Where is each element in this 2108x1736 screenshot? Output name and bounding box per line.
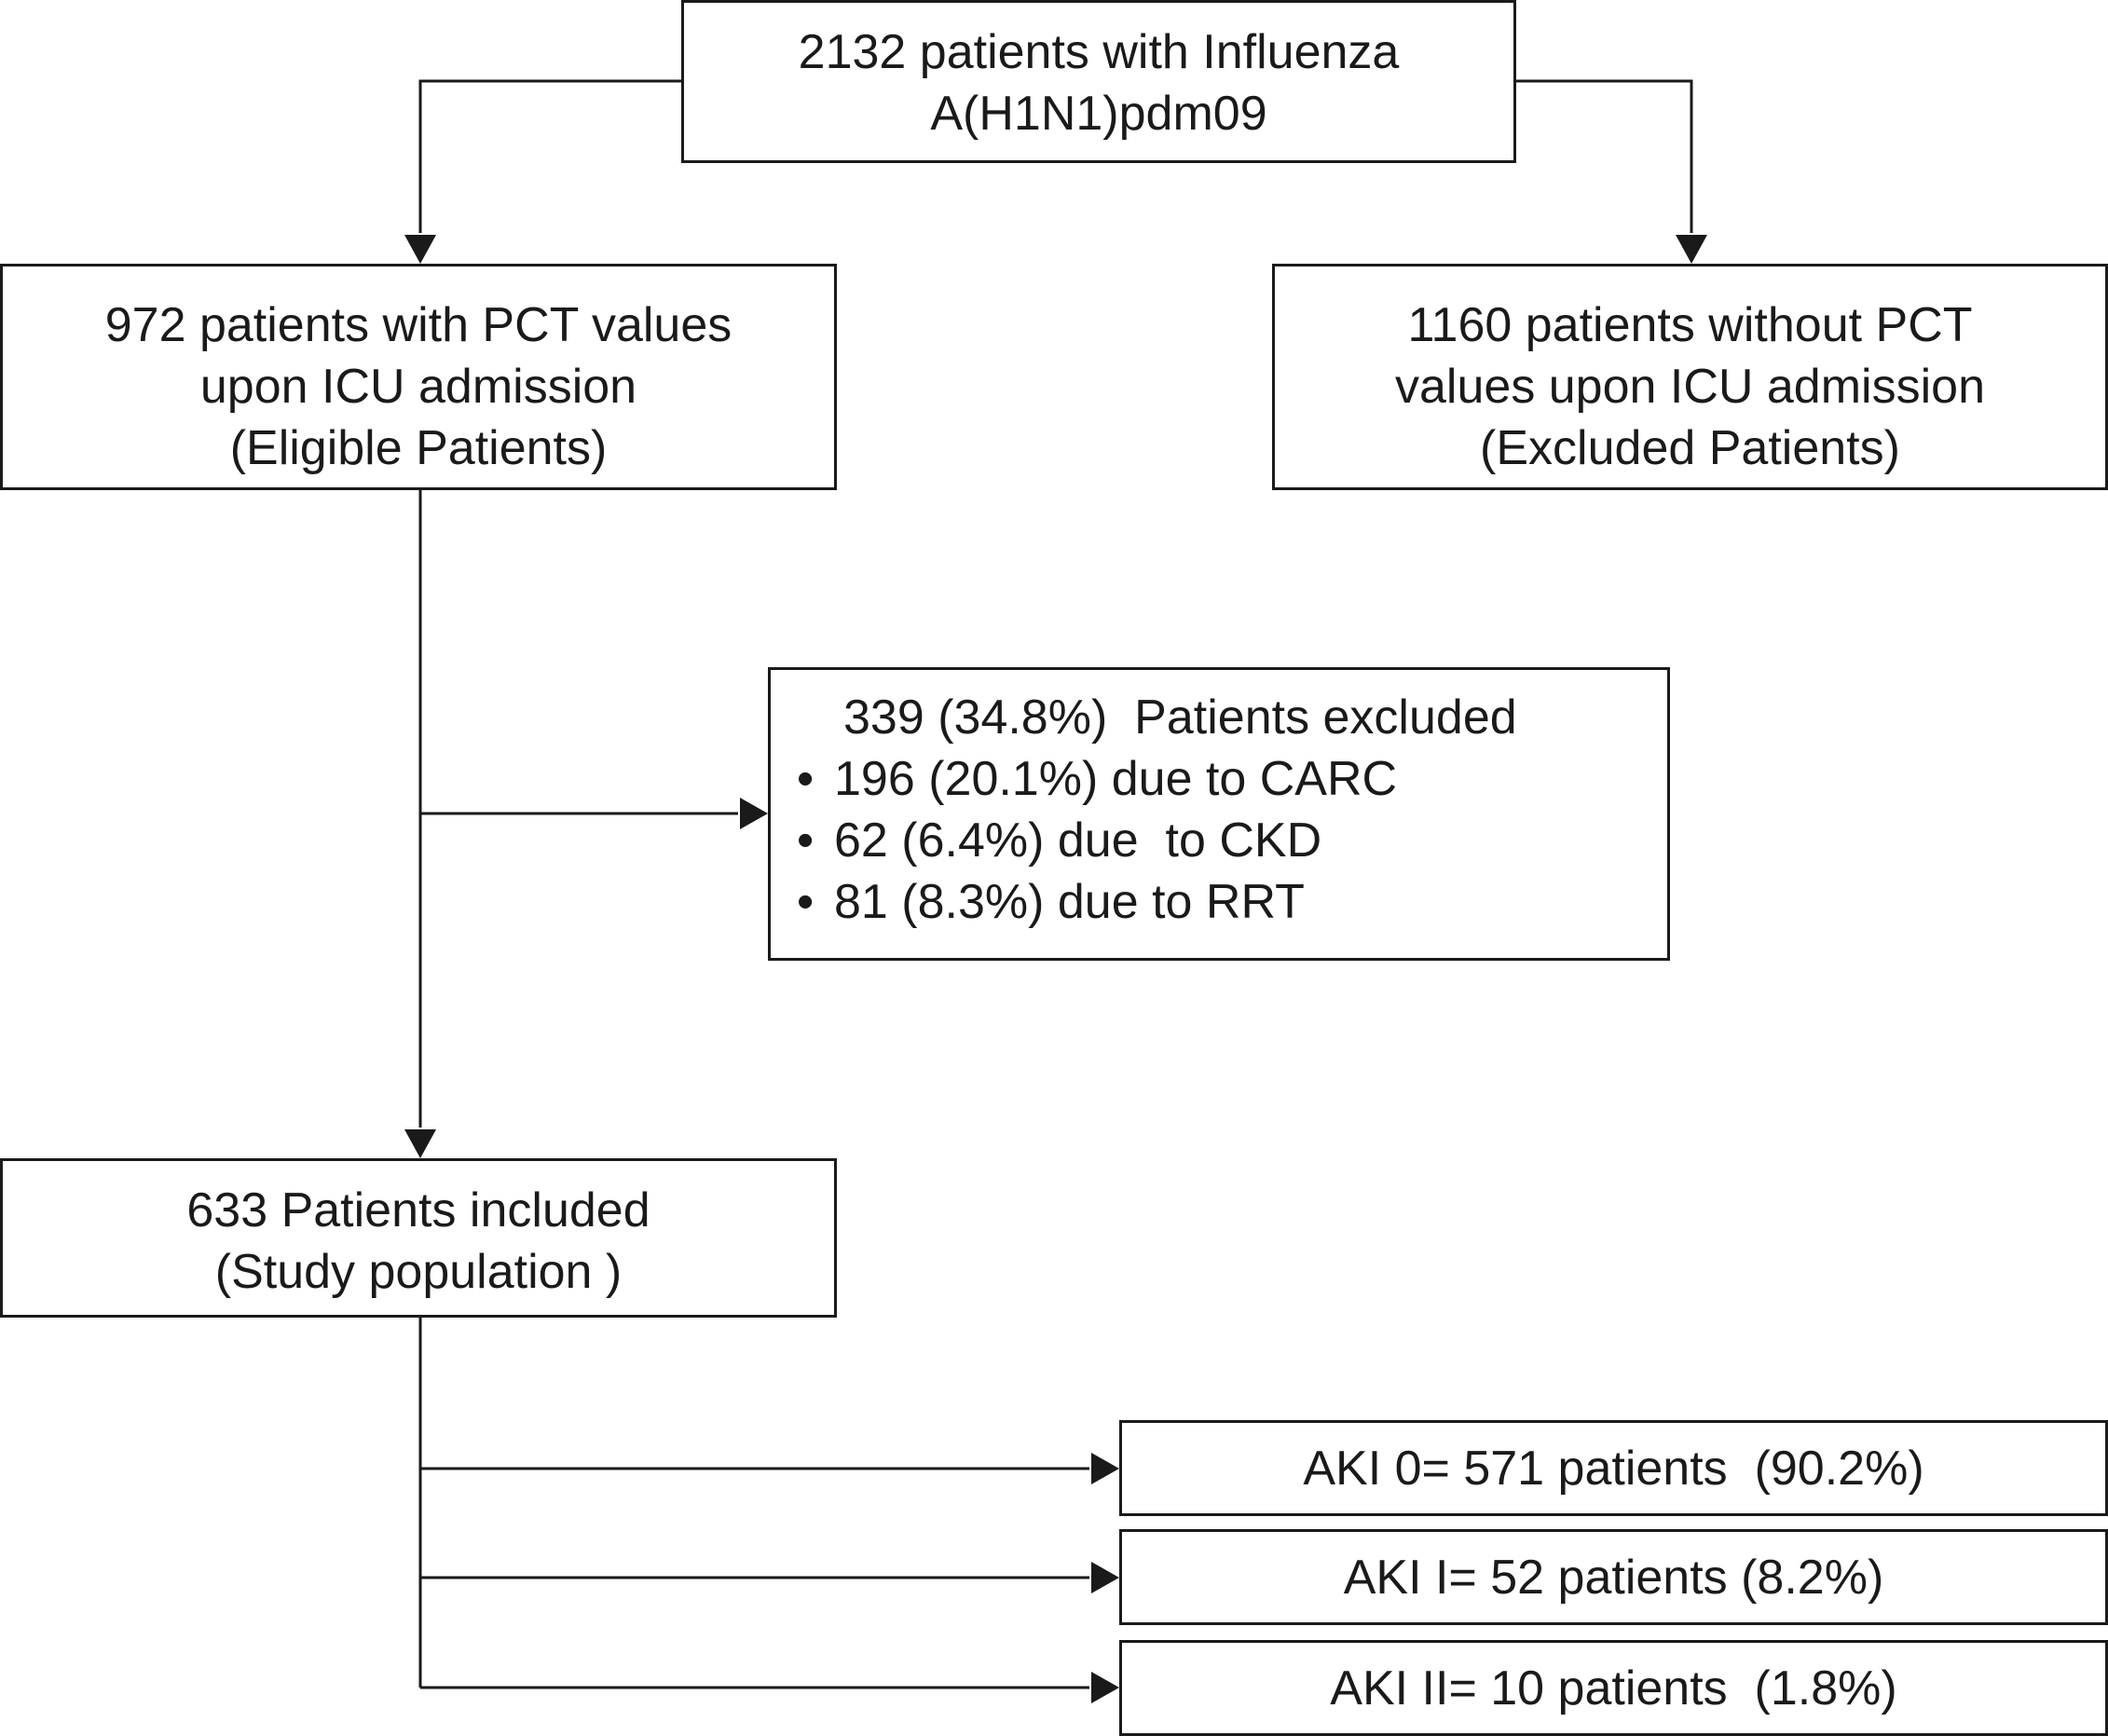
included-line-2: (Study population ) [214,1245,623,1299]
eligible-patients-box: 972 patients with PCT values upon ICU ad… [0,264,837,490]
source-line-2: A(H1N1)pdm09 [930,87,1267,141]
eligible-line-2: upon ICU admission [199,360,637,414]
arrow-head-excluded [740,798,768,829]
bullet-icon: • [797,752,814,806]
arrow-head-aki1 [1091,1562,1119,1593]
exclusion-item-text: 81 (8.3%) due to RRT [834,875,1305,929]
connector-source-to-eligible [418,79,681,233]
exclusion-item-text: 196 (20.1%) due to CARC [834,752,1398,806]
aki-1-text: AKI I= 52 patients (8.2%) [1343,1551,1884,1605]
patients-included-box: 633 Patients included (Study population … [0,1158,837,1318]
aki-2-box: AKI II= 10 patients (1.8%) [1119,1640,2108,1736]
excluded-no-pct-box: 1160 patients without PCT values upon IC… [1272,264,2108,490]
aki-0-box: AKI 0= 571 patients (90.2%) [1119,1420,2108,1516]
patients-excluded-box: 339 (34.8%) Patients excluded • 196 (20.1… [768,667,1670,961]
excluded-no-pct-line-2: values upon ICU admission [1395,360,1985,414]
excluded-no-pct-line-1: 1160 patients without PCT [1407,298,1973,352]
exclusion-item: • 81 (8.3%) due to RRT [797,871,1667,933]
exclusion-item-text: 62 (6.4%) due to CKD [834,813,1322,868]
arrow-head-included [404,1129,436,1158]
arrow-head-aki0 [1091,1453,1119,1484]
exclusion-item: • 62 (6.4%) due to CKD [797,810,1667,871]
connector-source-to-excluded-pct [1516,79,1693,233]
eligible-line-3: (Eligible Patients) [229,421,608,475]
source-population-box: 2132 patients with Influenza A(H1N1)pdm0… [681,0,1516,163]
bullet-icon: • [797,875,814,929]
excluded-no-pct-line-3: (Excluded Patients) [1480,421,1900,475]
bullet-icon: • [797,813,814,868]
aki-1-box: AKI I= 52 patients (8.2%) [1119,1529,2108,1625]
excluded-heading: 339 (34.8%) Patients excluded [843,690,1517,745]
exclusion-item: • 196 (20.1%) due to CARC [797,748,1667,810]
arrow-head-aki2 [1091,1672,1119,1703]
source-line-1: 2132 patients with Influenza [798,25,1400,79]
arrow-head-excluded-pct [1676,235,1707,264]
aki-0-text: AKI 0= 571 patients (90.2%) [1303,1442,1924,1496]
included-line-1: 633 Patients included [186,1183,650,1237]
arrow-head-eligible [404,235,436,264]
aki-2-text: AKI II= 10 patients (1.8%) [1330,1661,1897,1715]
eligible-line-1: 972 patients with PCT values [104,298,732,352]
